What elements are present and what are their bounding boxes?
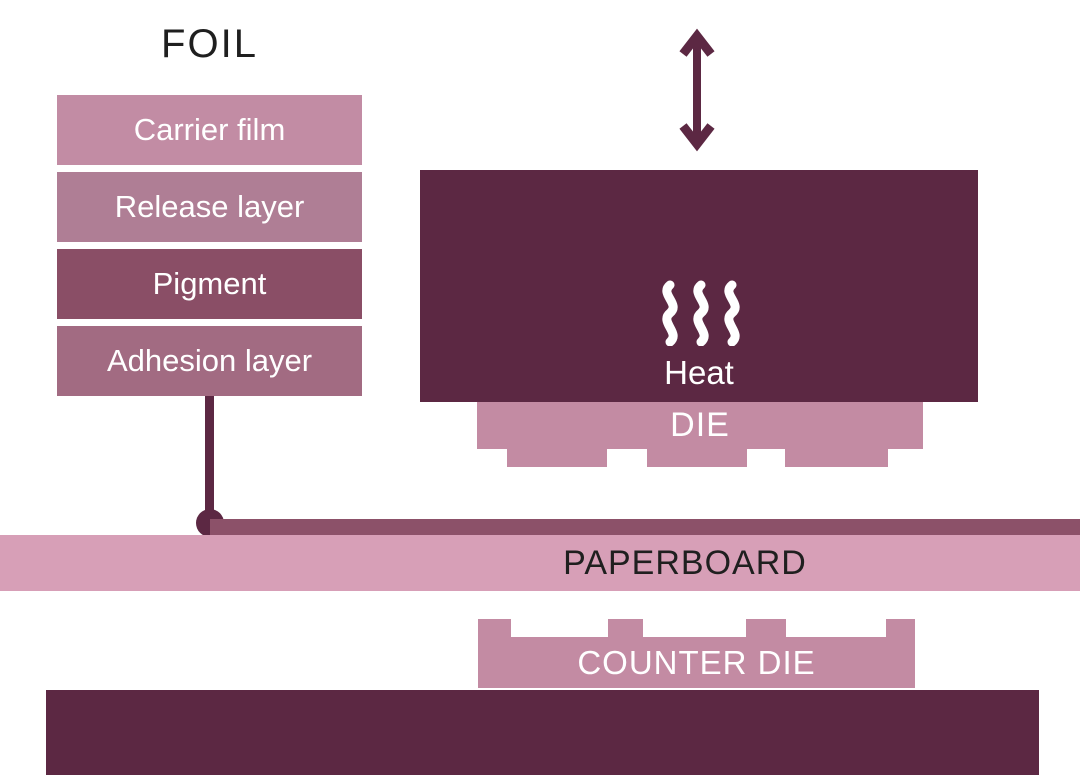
heat-label: Heat <box>664 354 734 391</box>
counter-die-tooth <box>886 619 915 637</box>
foil-layer-adhesion-layer: Adhesion layer <box>57 326 362 396</box>
foil-title: FOIL <box>161 22 258 66</box>
die-tooth <box>507 449 607 467</box>
paperboard-block: PAPERBOARD <box>0 535 1080 591</box>
foil-strip <box>210 519 1080 535</box>
die-tooth <box>785 449 888 467</box>
foil-layer-carrier-film: Carrier film <box>57 95 362 165</box>
foil-layer-pigment: Pigment <box>57 249 362 319</box>
foil-connector-line <box>205 396 214 524</box>
foil-layer-release-layer: Release layer <box>57 172 362 242</box>
counter-die-label-band: COUNTER DIE <box>478 637 915 688</box>
counter-die-tooth <box>746 619 786 637</box>
heat-waves-icon <box>662 280 740 346</box>
die-label-band: DIE <box>477 402 923 449</box>
double-vertical-arrow-icon <box>679 28 715 152</box>
counter-die-tooth <box>608 619 643 637</box>
paperboard-label: PAPERBOARD <box>563 544 807 582</box>
die-body-block: Heat <box>420 170 978 402</box>
counter-die-tooth <box>478 619 511 637</box>
press-base-block <box>46 690 1039 775</box>
die-tooth <box>647 449 747 467</box>
